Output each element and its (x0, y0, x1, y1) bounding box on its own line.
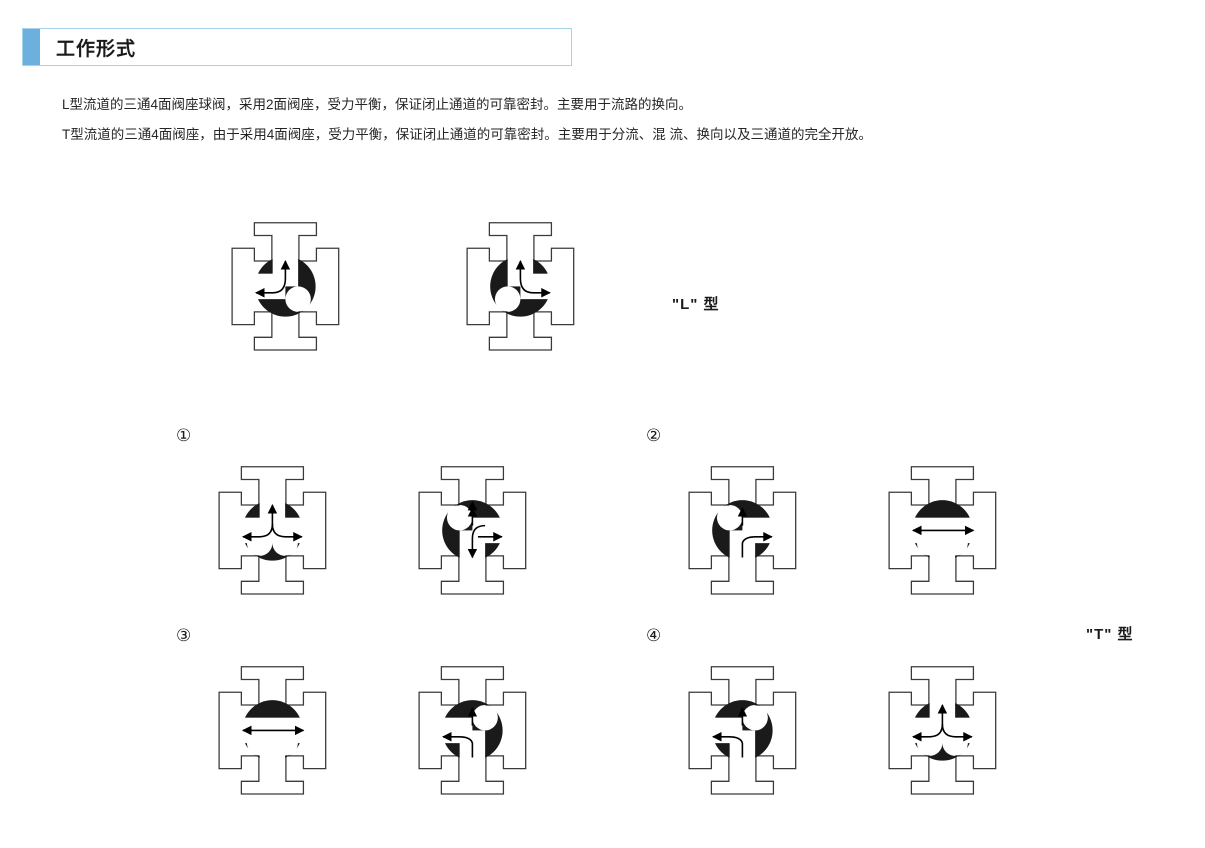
valve-body-outline (888, 666, 997, 795)
ball-body (712, 500, 773, 561)
t-type-valve-2b-svg (888, 466, 997, 595)
t-type-valve-2a (642, 462, 842, 607)
t-type-valve-4b-svg (888, 666, 997, 795)
l-type-valve-b (420, 218, 620, 363)
t-type-valve-3a (172, 662, 372, 807)
intro-line-l-type: L型流道的三通4面阀座球阀，采用2面阀座，受力平衡，保证闭止通道的可靠密封。主要… (62, 97, 693, 112)
t-type-valve-1a (172, 462, 372, 607)
page-title: 工作形式 (56, 38, 137, 60)
flow-arrow-group (255, 259, 291, 298)
flow-arrow-group (515, 259, 551, 298)
valve-body-outline (231, 222, 340, 351)
flow-arrow-group (912, 704, 973, 742)
t-type-valve-3a-svg (218, 666, 327, 795)
l-type-valve-b-svg (466, 222, 575, 351)
l-type-valve-a (185, 218, 385, 363)
valve-body-outline (888, 466, 997, 595)
flow-arrow-group (242, 503, 303, 542)
t-type-valve-2a-svg (688, 466, 797, 595)
ball-body (242, 500, 303, 561)
marker-3: ③ (176, 626, 192, 646)
section-header-accent-bar (23, 29, 40, 65)
valve-body-outline (218, 666, 327, 795)
t-type-valve-3b-svg (418, 666, 527, 795)
ball-body (912, 700, 973, 761)
flow-arrow-group (467, 500, 503, 559)
t-type-valve-4a-svg (688, 666, 797, 795)
ball-body (442, 700, 503, 761)
valve-body-outline (466, 222, 575, 351)
l-type-valve-a-svg (231, 222, 340, 351)
t-type-label: "T" 型 (1086, 626, 1134, 643)
t-type-valve-1b-svg (418, 466, 527, 595)
t-type-valve-2b (842, 462, 1042, 607)
section-header: 工作形式 (22, 28, 572, 66)
t-type-valve-4a (642, 662, 842, 807)
flow-arrow-group (442, 707, 478, 758)
t-type-valve-3b (372, 662, 572, 807)
ball-body (712, 700, 773, 761)
valve-body-outline (418, 466, 527, 595)
flow-arrow-group (737, 507, 773, 558)
ball-body (442, 500, 503, 561)
l-type-label: "L" 型 (672, 296, 720, 313)
valve-body-outline (418, 666, 527, 795)
t-type-valve-1b (372, 462, 572, 607)
t-type-valve-4b (842, 662, 1042, 807)
valve-body-outline (688, 666, 797, 795)
valve-body-outline (688, 466, 797, 595)
valve-body-outline (218, 466, 327, 595)
intro-text-block: L型流道的三通4面阀座球阀，采用2面阀座，受力平衡，保证闭止通道的可靠密封。主要… (62, 90, 1182, 150)
flow-arrow-group (712, 707, 748, 758)
ball-body (255, 256, 316, 317)
ball-body (242, 700, 303, 761)
marker-2: ② (646, 426, 662, 446)
marker-1: ① (176, 426, 192, 446)
marker-4: ④ (646, 626, 662, 646)
t-type-valve-1a-svg (218, 466, 327, 595)
intro-line-t-type: T型流道的三通4面阀座，由于采用4面阀座，受力平衡，保证闭止通道的可靠密封。主要… (62, 127, 873, 142)
ball-body (490, 256, 551, 317)
ball-body (912, 500, 973, 561)
